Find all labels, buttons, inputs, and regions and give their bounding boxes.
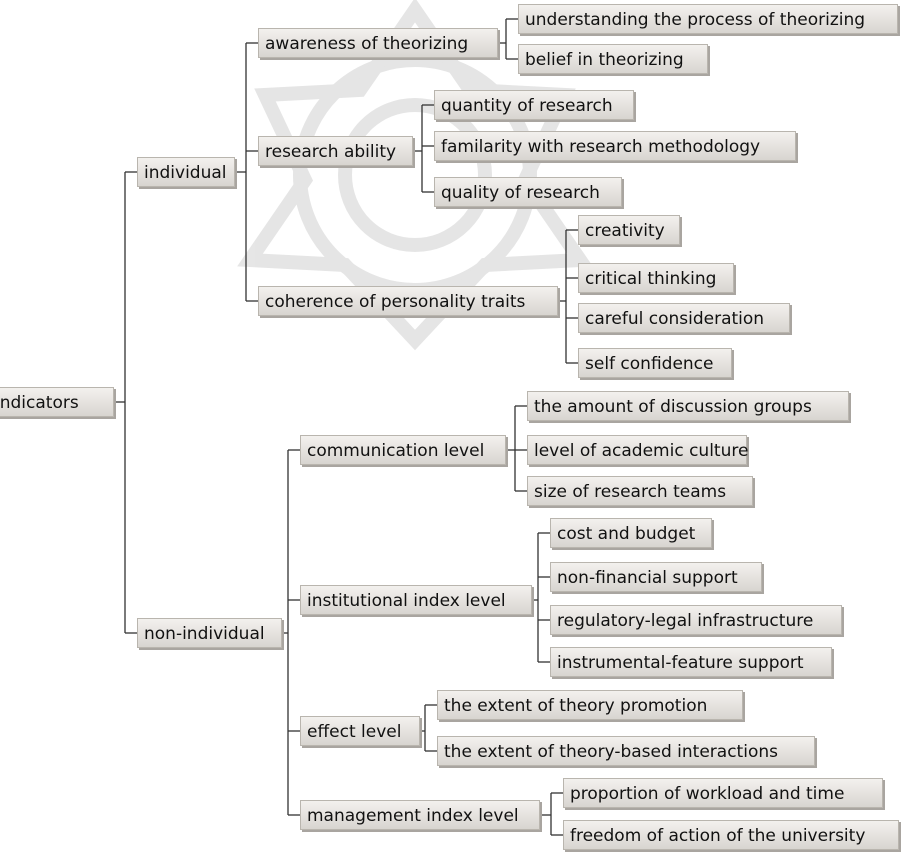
node-amount-of-discussion-groups: the amount of discussion groups [527,391,849,421]
node-cost-and-budget: cost and budget [550,518,712,548]
node-communication-level: communication level [300,435,506,465]
node-institutional-index-level: institutional index level [300,585,532,615]
node-coherence-of-personality-traits: coherence of personality traits [258,286,558,316]
node-belief-in-theorizing: belief in theorizing [518,44,708,74]
node-effect-level: effect level [300,716,420,746]
node-level-of-academic-culture: level of academic culture [527,435,748,465]
node-non-financial-support: non-financial support [550,562,762,592]
node-familarity-with-research-methodology: familarity with research methodology [434,131,796,161]
node-quality-of-research: quality of research [434,177,622,207]
node-instrumental-feature-support: instrumental-feature support [550,647,832,677]
node-regulatory-legal-infrastructure: regulatory-legal infrastructure [550,605,842,635]
node-creativity: creativity [578,215,680,245]
node-extent-of-theory-promotion: the extent of theory promotion [437,690,743,720]
node-extent-of-theory-based-interactions: the extent of theory-based interactions [437,736,815,766]
node-size-of-research-teams: size of research teams [527,476,753,506]
node-awareness-of-theorizing: awareness of theorizing [258,28,498,58]
node-individual: individual [137,157,235,187]
node-proportion-of-workload-and-time: proportion of workload and time [563,778,883,808]
node-self-confidence: self confidence [578,348,732,378]
root-node: indicators [0,387,114,417]
node-quantity-of-research: quantity of research [434,90,634,120]
node-careful-consideration: careful consideration [578,303,790,333]
node-non-individual: non-individual [137,618,282,648]
node-research-ability: research ability [258,136,413,166]
node-management-index-level: management index level [300,800,540,830]
node-understanding-process-of-theorizing: understanding the process of theorizing [518,4,898,34]
node-critical-thinking: critical thinking [578,263,734,293]
node-freedom-of-action-of-the-university: freedom of action of the university [563,820,899,850]
